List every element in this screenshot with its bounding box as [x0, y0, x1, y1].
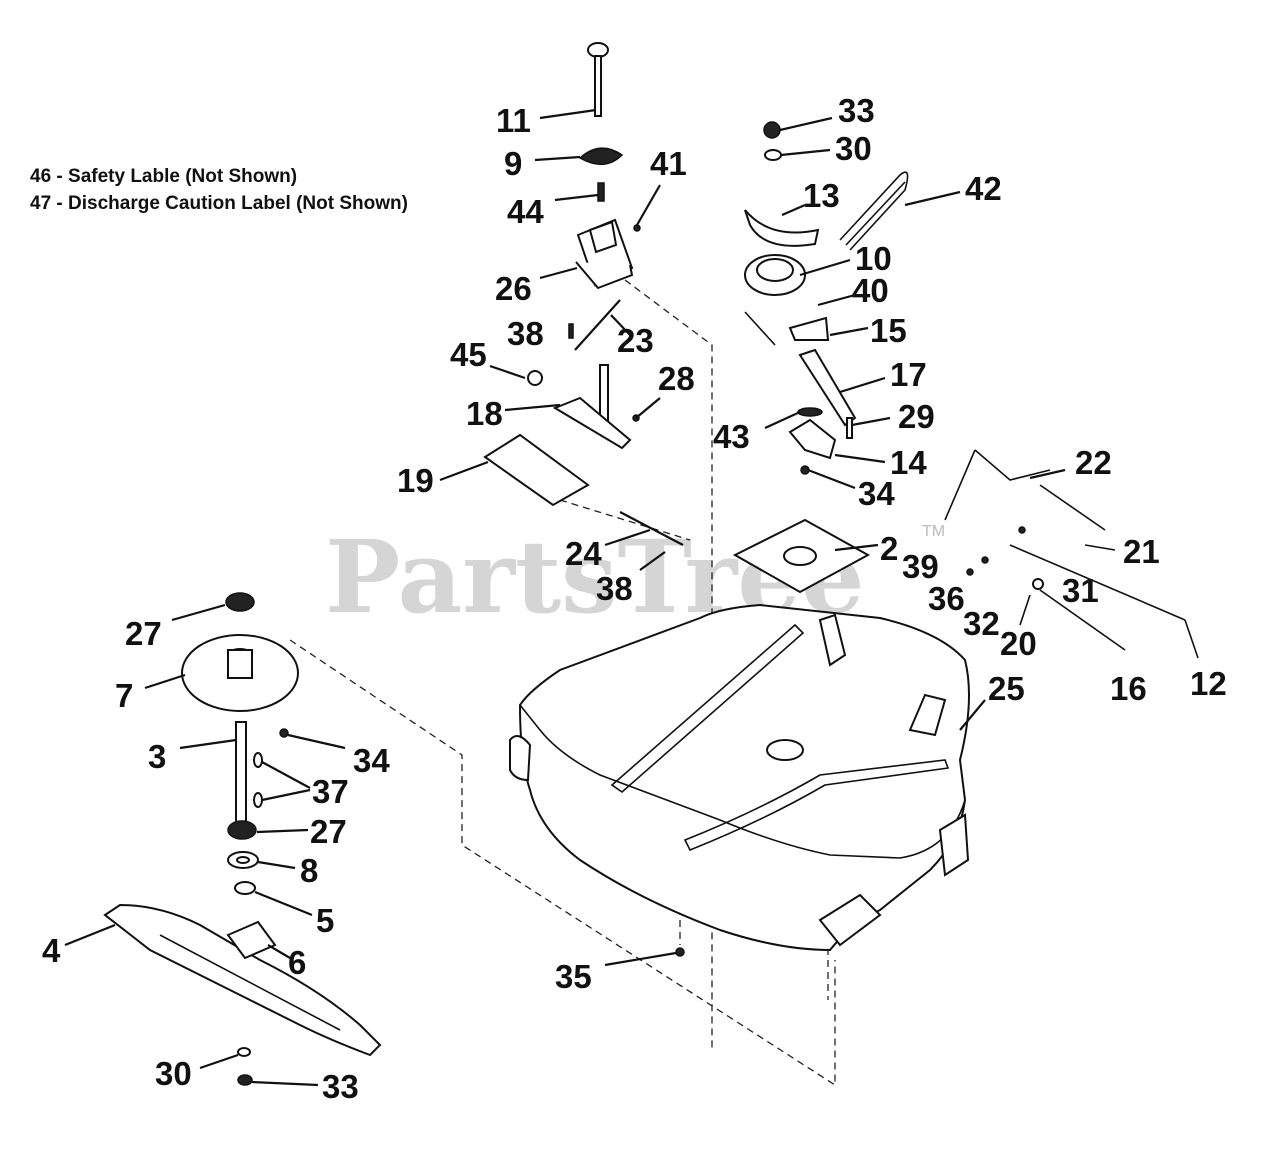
adapter-6	[226, 920, 291, 960]
rod-23	[574, 299, 631, 351]
callout-24: 24	[565, 535, 602, 572]
bracket-26	[539, 218, 634, 290]
screw-41	[633, 184, 661, 232]
note-discharge-caution-label: 47 - Discharge Caution Label (Not Shown)	[30, 193, 408, 214]
bracket-14	[788, 418, 886, 464]
note-safety-label: 46 - Safety Lable (Not Shown)	[30, 166, 298, 187]
callout-33-lower: 33	[322, 1068, 359, 1105]
washer-8	[227, 851, 296, 870]
bracket-15	[744, 311, 869, 346]
bolt-29	[846, 416, 891, 439]
callout-14: 14	[890, 444, 927, 481]
callout-2: 2	[880, 530, 898, 567]
callout-4: 4	[42, 932, 61, 969]
callout-21: 21	[1123, 533, 1160, 570]
plate-2	[732, 518, 879, 594]
callout-20: 20	[1000, 625, 1037, 662]
spacer-5	[234, 881, 313, 917]
callout-23: 23	[617, 322, 654, 359]
bolt-35	[604, 947, 685, 967]
shaft-3	[179, 721, 247, 823]
bearing-27-lower	[227, 820, 309, 840]
callout-38-upper: 38	[507, 315, 544, 352]
arm-17	[798, 348, 886, 427]
callout-12: 12	[1190, 665, 1227, 702]
callout-34-upper: 34	[858, 475, 895, 512]
nut-33-lower	[237, 1074, 319, 1087]
chute-parts-right	[944, 449, 1199, 659]
washer-30-lower	[199, 1047, 251, 1070]
callout-25: 25	[988, 670, 1025, 707]
housing-7	[144, 634, 299, 712]
callout-41: 41	[650, 145, 687, 182]
callout-8: 8	[300, 852, 318, 889]
callout-13: 13	[803, 177, 840, 214]
callout-26: 26	[495, 270, 532, 307]
callout-44: 44	[507, 193, 544, 230]
callout-43: 43	[713, 418, 750, 455]
callout-37: 37	[312, 773, 349, 810]
lever-18	[504, 364, 632, 450]
pin-40	[817, 293, 856, 307]
pin-38-upper	[568, 323, 574, 339]
callout-5: 5	[316, 902, 334, 939]
blade-4	[64, 903, 382, 1057]
rod-24	[604, 511, 684, 547]
spring-43	[764, 407, 823, 430]
callout-11: 11	[496, 102, 531, 139]
pin-44	[554, 182, 605, 202]
callout-40: 40	[852, 272, 889, 309]
callout-31: 31	[1062, 572, 1099, 609]
callout-45: 45	[450, 336, 487, 373]
callout-39: 39	[902, 548, 939, 585]
pin-38-lower	[639, 551, 666, 571]
belt-42	[839, 171, 961, 251]
callout-22: 22	[1075, 444, 1112, 481]
deck-housing-25	[509, 603, 986, 952]
watermark-trademark: TM	[922, 523, 945, 540]
callout-labels: 11 9 44 41 26 38 23 45 18 28 19 24 38 33…	[42, 92, 1227, 1105]
callout-16: 16	[1110, 670, 1147, 707]
callout-36: 36	[928, 580, 965, 617]
callout-19: 19	[397, 462, 434, 499]
callout-9: 9	[504, 145, 522, 182]
link-19	[439, 433, 590, 507]
callout-35: 35	[555, 958, 592, 995]
keys-37	[253, 752, 311, 808]
callout-17: 17	[890, 356, 927, 393]
callout-6: 6	[288, 944, 306, 981]
bolt-11	[539, 42, 609, 120]
callout-28: 28	[658, 360, 695, 397]
callout-33-upper: 33	[838, 92, 875, 129]
nut-34-lower	[279, 728, 346, 750]
washer-30-upper	[764, 148, 831, 161]
callout-27-upper: 27	[125, 615, 162, 652]
callout-30-upper: 30	[835, 130, 872, 167]
callout-15: 15	[870, 312, 907, 349]
spring-45	[489, 364, 543, 386]
callout-3: 3	[148, 738, 166, 775]
callout-10: 10	[855, 240, 892, 277]
callout-27-lower: 27	[310, 813, 347, 850]
nut-27-upper	[171, 592, 255, 622]
nut-33-upper	[763, 116, 833, 139]
callout-18: 18	[466, 395, 503, 432]
nut-34-upper	[800, 465, 856, 490]
screw-28	[632, 397, 661, 422]
callout-42: 42	[965, 170, 1002, 207]
callout-38-lower: 38	[596, 570, 633, 607]
callout-34-lower: 34	[353, 742, 390, 779]
belt-guard-13	[744, 203, 820, 247]
pulley-10	[744, 254, 851, 296]
callout-30-lower: 30	[155, 1055, 192, 1092]
callout-29: 29	[898, 398, 935, 435]
callout-7: 7	[115, 677, 133, 714]
callout-32: 32	[963, 605, 1000, 642]
knob-9	[534, 147, 624, 165]
